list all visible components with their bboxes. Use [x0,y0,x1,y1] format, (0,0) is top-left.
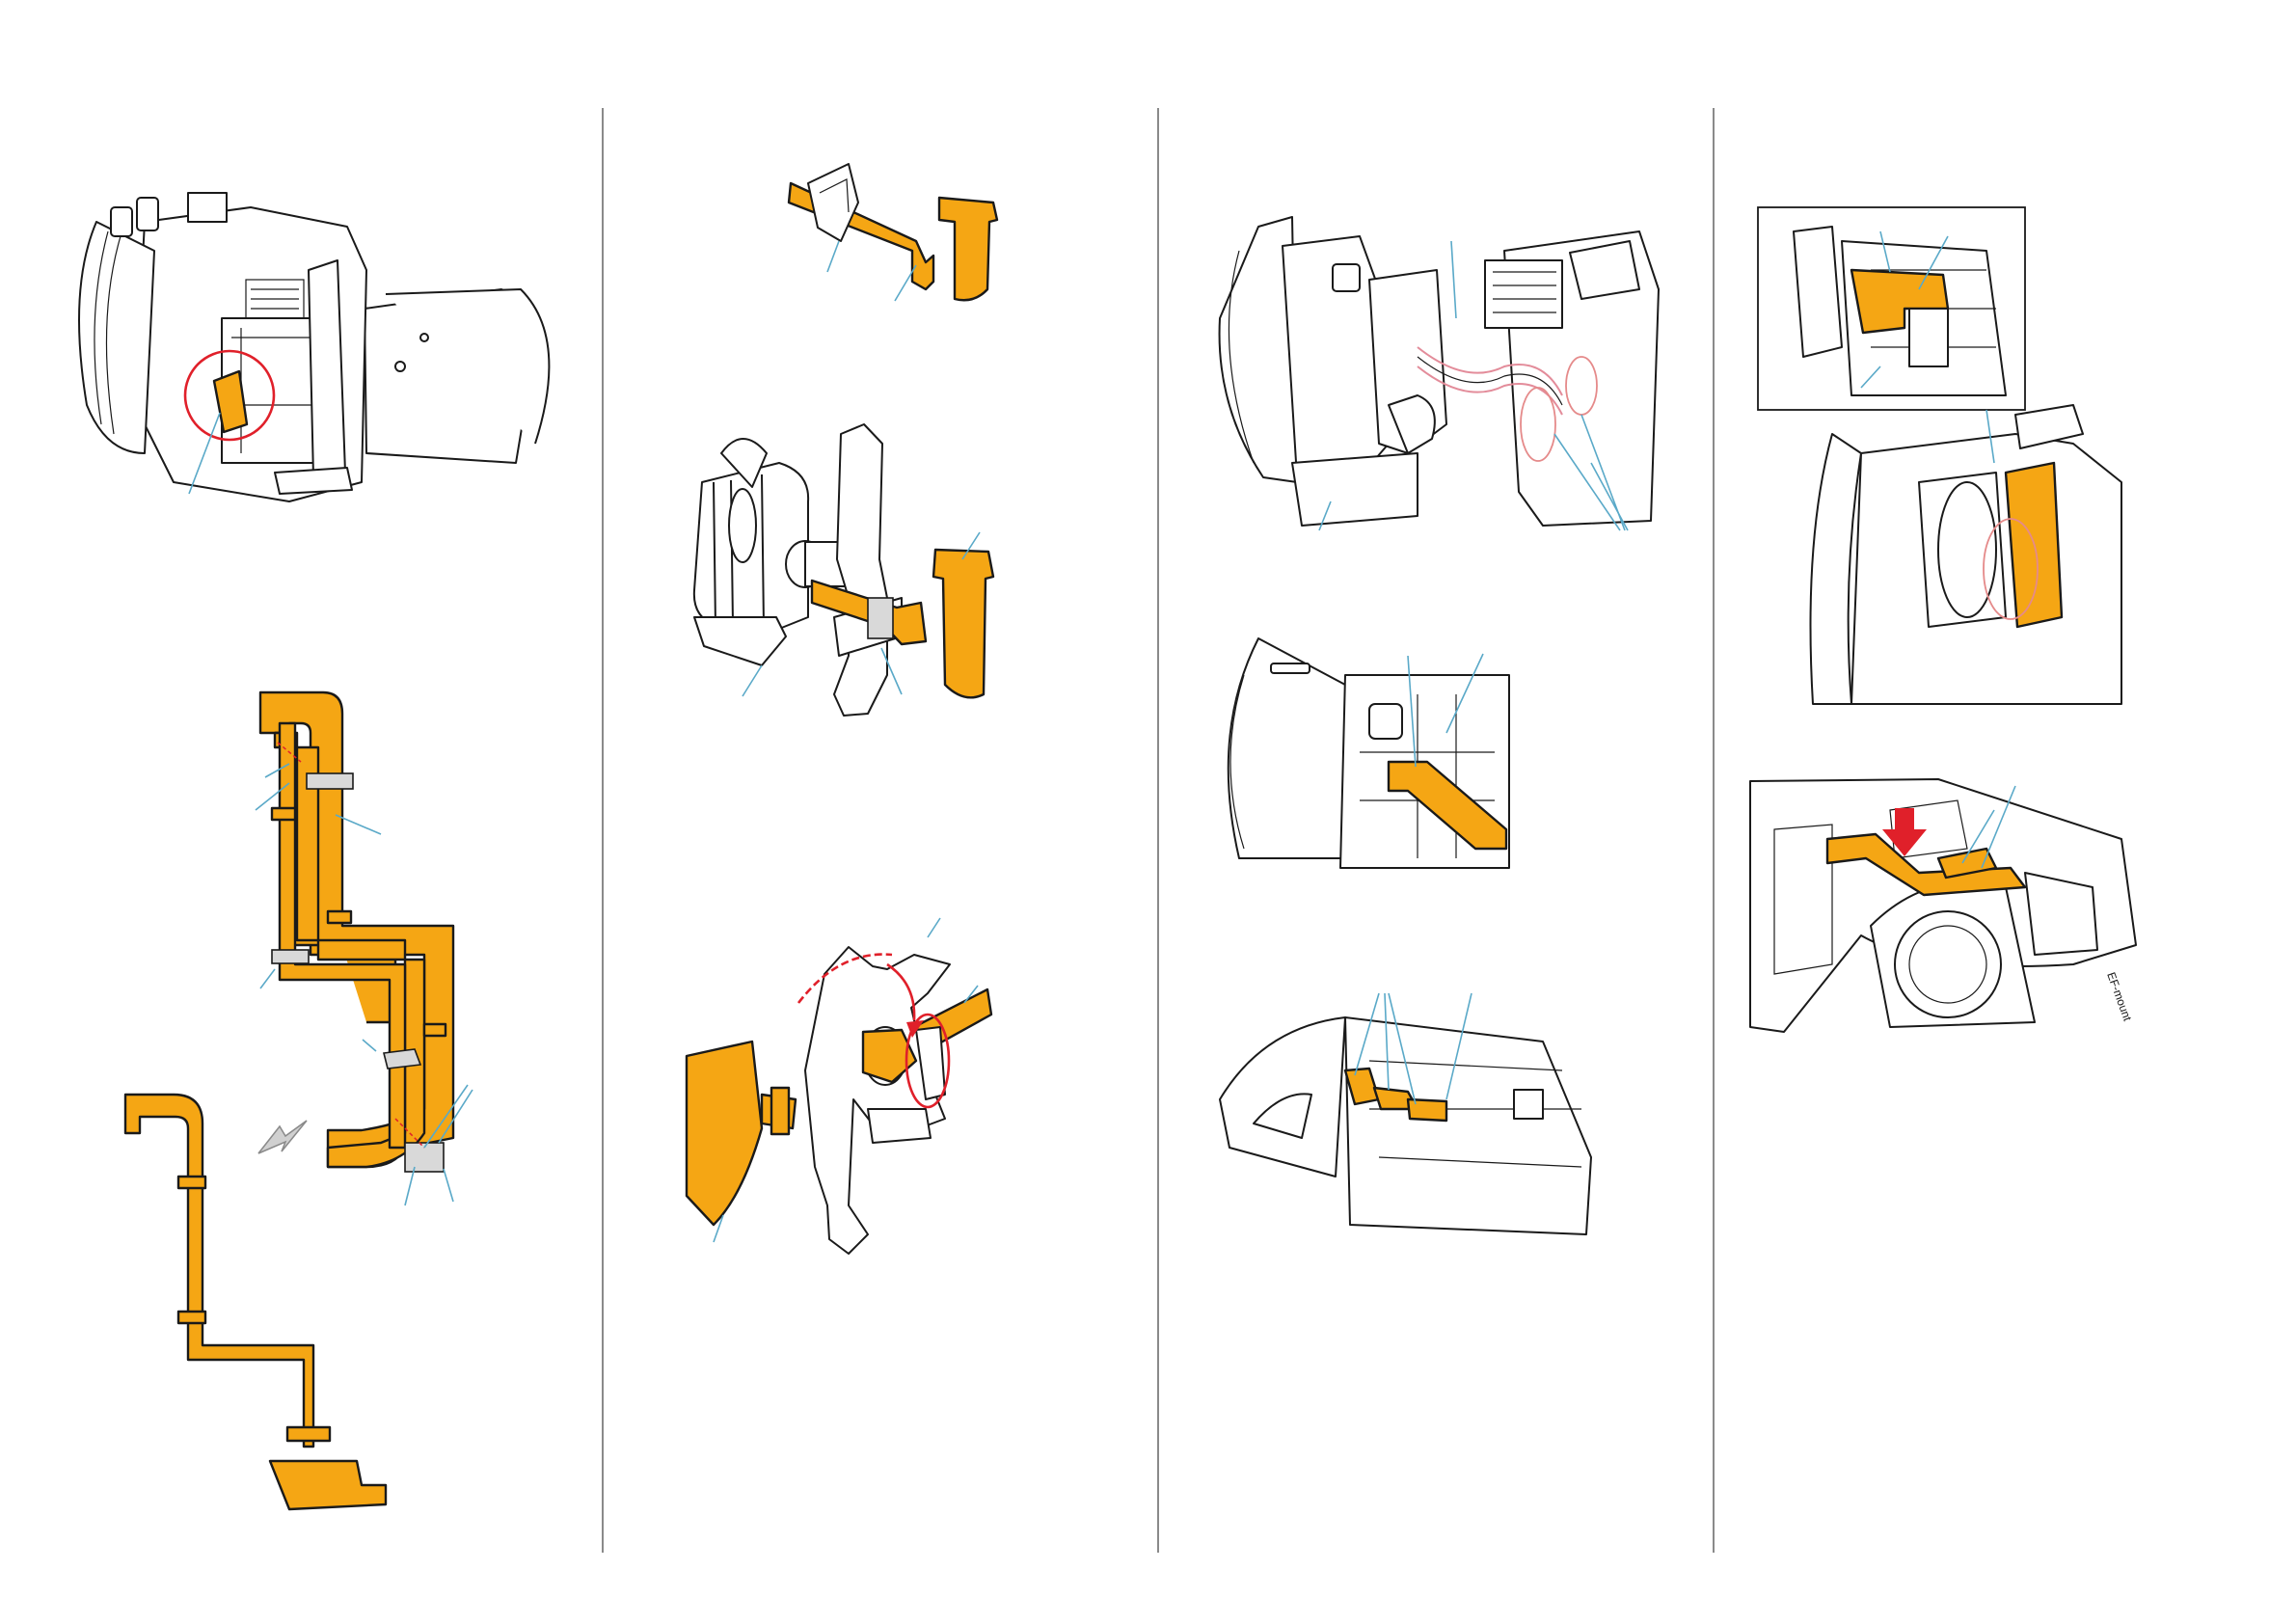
panel-assembly-wiring [1220,217,1659,530]
panel-flex-clip [789,164,997,301]
grey-direction-arrow [258,1121,307,1153]
panel-flex-press: EF-mount [1750,779,2136,1032]
panel-flex-chassis [1229,638,1509,868]
panel-flex-tabs [1220,993,1591,1234]
panel-camera-assembly [79,193,549,501]
panel-bracket-flex [694,424,993,716]
mount-label: EF-mount [2104,970,2134,1023]
panel-bracket-rotation [687,918,991,1254]
panel-inset-connector [1758,207,2121,704]
panel-flex-routing [125,692,473,1509]
